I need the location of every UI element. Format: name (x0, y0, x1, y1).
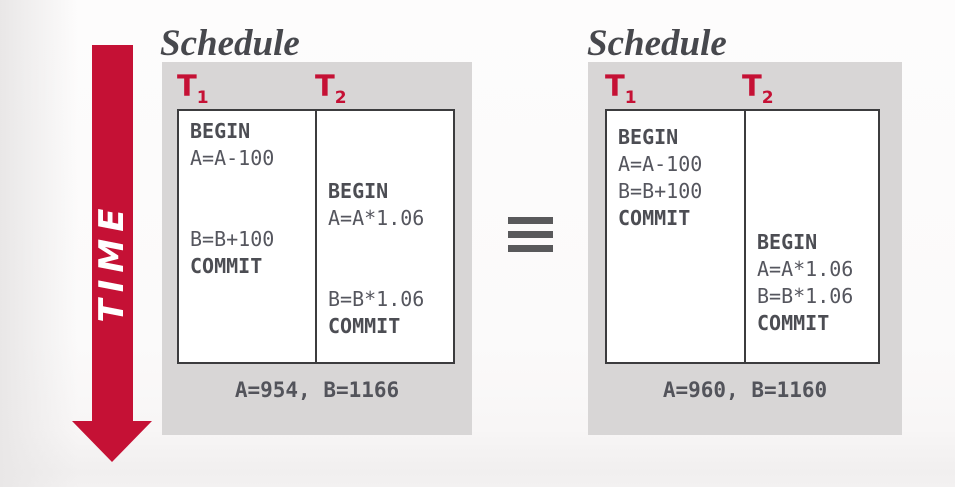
result-values-right: A=960, B=1160 (662, 378, 828, 402)
code-line (328, 124, 453, 151)
schedule-title-left: Schedule (160, 23, 300, 64)
code-line: COMMIT (328, 314, 401, 338)
code-line (328, 151, 453, 178)
code-line: B=B+100 (190, 227, 275, 251)
code-line (757, 202, 878, 229)
time-arrow-head-icon (72, 421, 152, 462)
t2-header-left: T2 (315, 72, 347, 107)
code-line: B=B*1.06 (328, 287, 425, 311)
code-line: BEGIN (328, 179, 389, 203)
equivalence-bar (508, 245, 553, 252)
t2-subscript: 2 (334, 87, 347, 108)
t1-header-left: T1 (177, 72, 209, 107)
equivalence-bar (508, 217, 553, 224)
code-line: COMMIT (757, 311, 830, 335)
code-line: BEGIN (190, 119, 251, 143)
equivalence-bar (508, 231, 553, 238)
code-line: B=B*1.06 (757, 284, 854, 308)
code-line: B=B+100 (618, 179, 703, 203)
code-line: A=A*1.06 (328, 206, 425, 230)
code-line: BEGIN (618, 125, 679, 149)
code-line (190, 199, 315, 226)
code-line (757, 175, 878, 202)
schedule-title-right: Schedule (587, 23, 727, 64)
t1-subscript: 1 (624, 87, 637, 108)
code-line (328, 259, 453, 286)
code-line: A=A-100 (190, 146, 275, 170)
result-values-left: A=954, B=1166 (234, 378, 400, 402)
code-line: COMMIT (618, 206, 691, 230)
code-line (757, 148, 878, 175)
code-line: A=A*1.06 (757, 257, 854, 281)
code-line: BEGIN (757, 230, 818, 254)
t2-header-right: T2 (742, 72, 774, 107)
t1-letter: T (177, 69, 197, 103)
code-line: A=A-100 (618, 152, 703, 176)
code-line (757, 121, 878, 148)
t1-header-right: T1 (605, 72, 637, 107)
t2-letter: T (742, 69, 762, 103)
t1-subscript: 1 (196, 87, 209, 108)
time-arrow-shaft (92, 45, 133, 422)
t2-letter: T (315, 69, 335, 103)
equivalence-icon (508, 217, 553, 252)
t1-letter: T (605, 69, 625, 103)
code-line (190, 172, 315, 199)
time-arrow-label: TIME (92, 201, 132, 323)
code-line: COMMIT (190, 254, 263, 278)
code-line (328, 232, 453, 259)
t2-subscript: 2 (761, 87, 774, 108)
